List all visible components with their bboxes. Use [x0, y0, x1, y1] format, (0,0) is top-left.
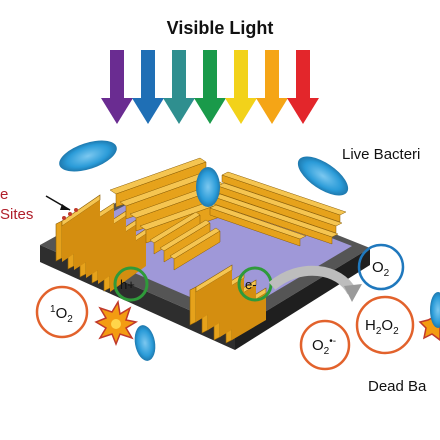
active-sites-marker [45, 195, 78, 220]
electron-transfer-arrow [268, 265, 362, 302]
arrow-orange-icon [256, 50, 288, 124]
oxygen-circle [357, 243, 405, 291]
bacterium-icon-1 [59, 140, 117, 172]
bacterium-icon-2 [196, 167, 220, 207]
dead-bacteria-label: Dead Ba [368, 378, 427, 395]
arrow-teal-icon [163, 50, 195, 124]
singlet-oxygen-circle [35, 285, 89, 339]
bacterium-icon-5 [430, 292, 440, 328]
peroxide-label: H2O2 [365, 317, 399, 337]
arrow-red-icon [287, 50, 319, 124]
arrow-green-icon [194, 50, 226, 124]
nanoplates-center [149, 211, 221, 271]
oxygen-label: O2 [372, 259, 390, 279]
active-sites-label-line2: Sites [0, 206, 34, 223]
hole-marker [113, 266, 149, 302]
arrow-blue-icon [132, 50, 164, 124]
superoxide-label: O2•- [312, 336, 336, 357]
burst-icon [94, 299, 139, 347]
visible-light-title: Visible Light [166, 18, 274, 38]
arrow-violet-icon [101, 50, 133, 124]
superoxide-circle [299, 319, 351, 371]
arrow-yellow-icon [225, 50, 257, 124]
peroxide-circle [355, 295, 415, 355]
electron-label: e- [245, 277, 257, 292]
singlet-oxygen-label: 1O2 [50, 304, 73, 325]
bacterium-icon-3 [297, 156, 349, 196]
nanoplates-right [209, 171, 347, 247]
hole-label: h+ [120, 277, 135, 292]
bacterium-icon-4 [134, 325, 156, 361]
active-sites-label-line1: e [0, 186, 9, 203]
nanoplates-left [55, 194, 147, 292]
live-bacteria-label: Live Bacteri [342, 146, 421, 163]
light-arrows [101, 50, 319, 124]
